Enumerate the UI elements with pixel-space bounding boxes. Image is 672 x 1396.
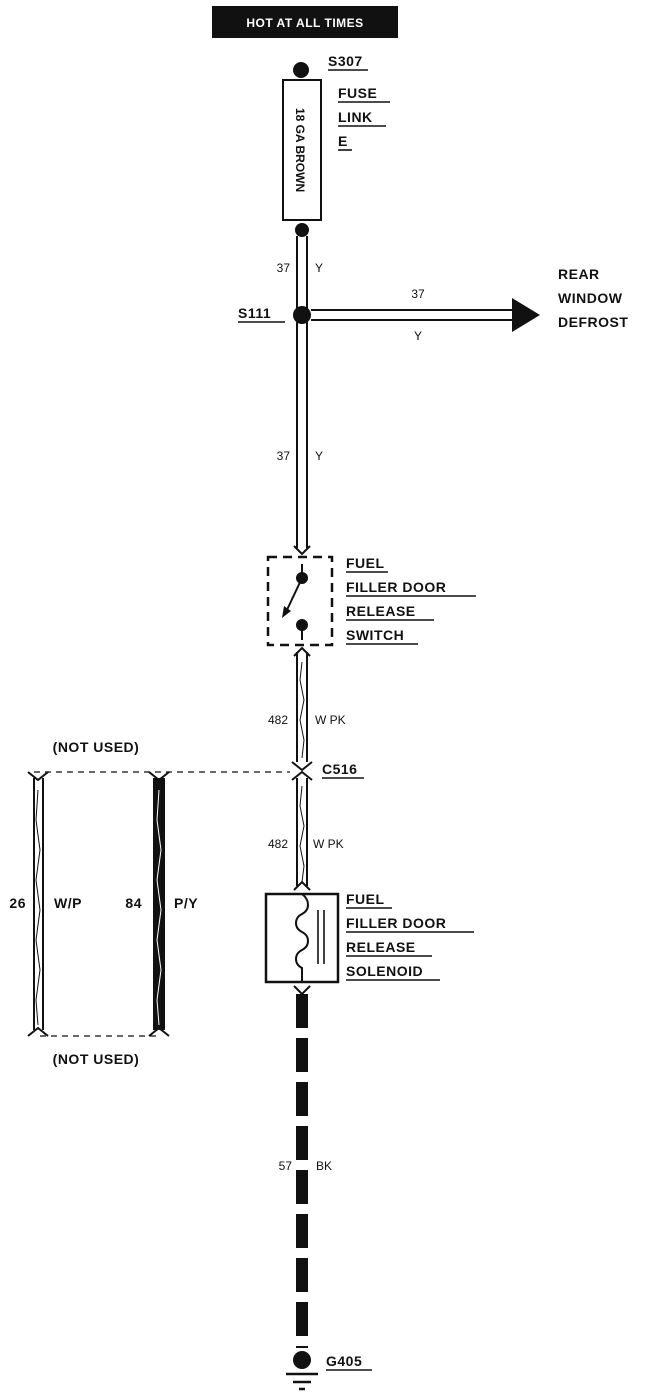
c516-upper xyxy=(291,761,313,772)
fuse-link-label-2: LINK xyxy=(338,109,373,125)
fuse-wire-label: 18 GA BROWN xyxy=(293,108,307,192)
branch-arrow xyxy=(512,298,540,332)
wire-57-color: BK xyxy=(316,1159,332,1173)
wire-84-body xyxy=(153,778,165,1030)
wire-482-a-color: W PK xyxy=(315,713,346,727)
switch-blade-tip xyxy=(282,606,291,618)
fuse-bottom-dot xyxy=(295,223,309,237)
solenoid-label-2: FILLER DOOR xyxy=(346,915,446,931)
wire-26-color: W/P xyxy=(54,895,82,911)
solenoid-bottom-connector xyxy=(293,985,311,996)
not-used-bottom: (NOT USED) xyxy=(53,1051,140,1067)
wire-37-b-circuit: 37 xyxy=(277,449,291,463)
wire-26-stripe xyxy=(35,789,41,1026)
splice-s307-label: S307 xyxy=(328,53,363,69)
rear-window-defrost-1: REAR xyxy=(558,266,600,282)
fuse-link-label-3: E xyxy=(338,133,348,149)
switch-blade xyxy=(285,577,303,613)
hot-at-all-times-banner: HOT AT ALL TIMES xyxy=(212,6,398,38)
switch-dashed-box xyxy=(266,555,334,647)
wire-57-circuit: 57 xyxy=(279,1159,293,1173)
ground-g405-label: G405 xyxy=(326,1353,362,1369)
splice-s111-label: S111 xyxy=(238,305,271,321)
switch-label-3: RELEASE xyxy=(346,603,416,619)
solenoid-label-1: FUEL xyxy=(346,891,385,907)
branch-color: Y xyxy=(414,329,422,343)
wire-37-a-circuit: 37 xyxy=(277,261,291,275)
wire-482-b-stripe xyxy=(299,785,305,883)
fuse-link-label-1: FUSE xyxy=(338,85,377,101)
banner-text: HOT AT ALL TIMES xyxy=(246,16,363,30)
wire-84-color: P/Y xyxy=(174,895,198,911)
splice-s111-dot xyxy=(293,306,311,324)
wire-37-b-color: Y xyxy=(315,449,323,463)
solenoid-top-connector xyxy=(293,880,311,891)
wire-84-bottom-terminal xyxy=(148,1026,170,1037)
wire-482-b-color: W PK xyxy=(313,837,344,851)
wire-26-top-terminal xyxy=(27,771,49,782)
switch-label-2: FILLER DOOR xyxy=(346,579,446,595)
solenoid-label-4: SOLENOID xyxy=(346,963,423,979)
wire-26-circuit: 26 xyxy=(9,895,26,911)
ground-g405-dot xyxy=(293,1351,311,1369)
switch-top-connector xyxy=(293,545,311,556)
fuse-link-box xyxy=(282,79,322,221)
not-used-top: (NOT USED) xyxy=(53,739,140,755)
connector-c516-label: C516 xyxy=(322,761,357,777)
wire-482-a-stripe xyxy=(299,661,305,759)
wire-84-stripe xyxy=(156,789,162,1026)
rear-window-defrost-3: DEFROST xyxy=(558,314,628,330)
wire-37-a-color: Y xyxy=(315,261,323,275)
switch-label-1: FUEL xyxy=(346,555,385,571)
wire-482-a-circuit: 482 xyxy=(268,713,288,727)
solenoid-label-3: RELEASE xyxy=(346,939,416,955)
wire-482-b-circuit: 482 xyxy=(268,837,288,851)
wire-26-bottom-terminal xyxy=(27,1026,49,1037)
branch-circuit: 37 xyxy=(411,287,425,301)
solenoid-coil xyxy=(295,893,309,982)
rear-window-defrost-2: WINDOW xyxy=(558,290,623,306)
switch-label-4: SWITCH xyxy=(346,627,404,643)
wire-84-circuit: 84 xyxy=(125,895,142,911)
c516-lower xyxy=(291,770,313,781)
splice-s307-dot xyxy=(293,62,309,78)
